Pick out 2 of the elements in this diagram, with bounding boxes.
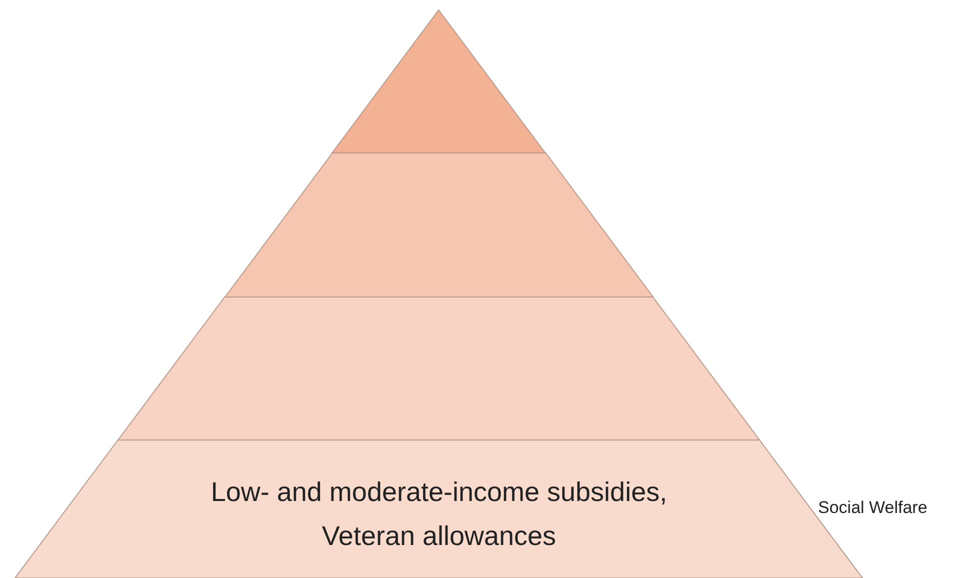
tier-caption: Social Welfare [818,498,928,518]
tier-label: Low- and moderate-income subsidies, Veteran allowances [210,476,668,553]
